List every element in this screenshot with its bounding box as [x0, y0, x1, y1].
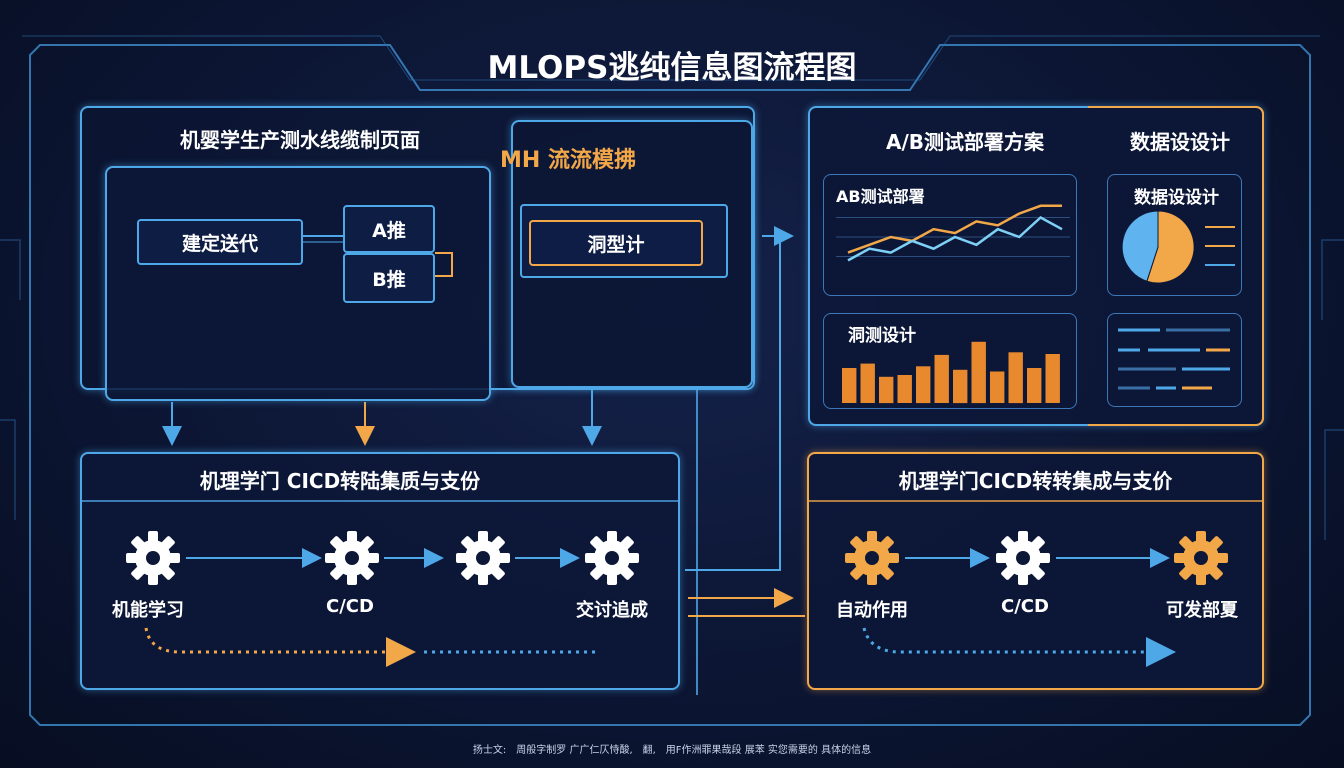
step-cicd: C/CD: [326, 596, 374, 617]
bar: [953, 369, 968, 404]
step-release: 可发部夏: [1166, 600, 1238, 621]
gear-icon: [993, 528, 1053, 588]
bar: [897, 375, 912, 403]
line-series-2: [847, 215, 1063, 262]
gear-icon: [582, 528, 642, 588]
pie-chart-title: 数据设设计: [1134, 188, 1219, 208]
line-series-1: [847, 204, 1062, 254]
bar: [916, 366, 931, 404]
footer-note: 扬士文: 周般字制罗 广广仁仄恃酸, 翻, 用F作洲罪果哉段 展苯 实您需要的 …: [472, 745, 872, 756]
cicd-right-title: 机理学门CICD转转集成与支价: [898, 469, 1173, 493]
gear-icon: [123, 528, 183, 588]
step-ml: 机能学习: [112, 600, 184, 621]
line-chart-panel: [823, 174, 1077, 296]
a-box: A推: [343, 205, 435, 253]
bar: [1008, 352, 1023, 404]
step-cicd-right: C/CD: [1001, 596, 1049, 617]
ab-title: A/B测试部署方案: [886, 130, 1045, 154]
pie-slice: [1146, 210, 1195, 284]
data-subpanel-frame: [1088, 106, 1264, 426]
step-auto: 自动作用: [836, 600, 908, 621]
bar: [971, 341, 986, 404]
bar: [934, 354, 949, 403]
bar: [990, 371, 1005, 403]
cicd-left-panel: [80, 452, 680, 690]
bar: [1027, 368, 1042, 403]
bar: [1045, 354, 1060, 403]
gear-icon: [842, 528, 902, 588]
main-title: MLOPS逃纯信息图流程图: [487, 50, 857, 86]
data-design-title: 数据设设计: [1130, 130, 1230, 154]
cicd-left-title: 机理学门 CICD转陆集质与支份: [199, 469, 481, 493]
cicd-left-divider: [82, 500, 678, 502]
b-box: B推: [343, 253, 435, 303]
bar: [879, 376, 894, 404]
pie-slice: [1121, 210, 1159, 282]
bar-chart-title: 洞测设计: [848, 326, 916, 346]
module-title: MH 流流模拂: [500, 148, 636, 173]
bar: [860, 363, 875, 403]
step-deliver: 交讨追成: [576, 600, 648, 621]
gear-icon: [453, 528, 513, 588]
model-box: 洞型计: [529, 220, 703, 266]
gear-icon: [1171, 528, 1231, 588]
bar: [842, 368, 857, 403]
gear-icon: [322, 528, 382, 588]
iterate-box: 建定送代: [137, 219, 303, 265]
line-chart-title: AB测试部署: [836, 187, 925, 206]
pipeline-title: 机婴学生产测水线缆制页面: [180, 128, 420, 152]
cicd-right-divider: [809, 500, 1262, 502]
